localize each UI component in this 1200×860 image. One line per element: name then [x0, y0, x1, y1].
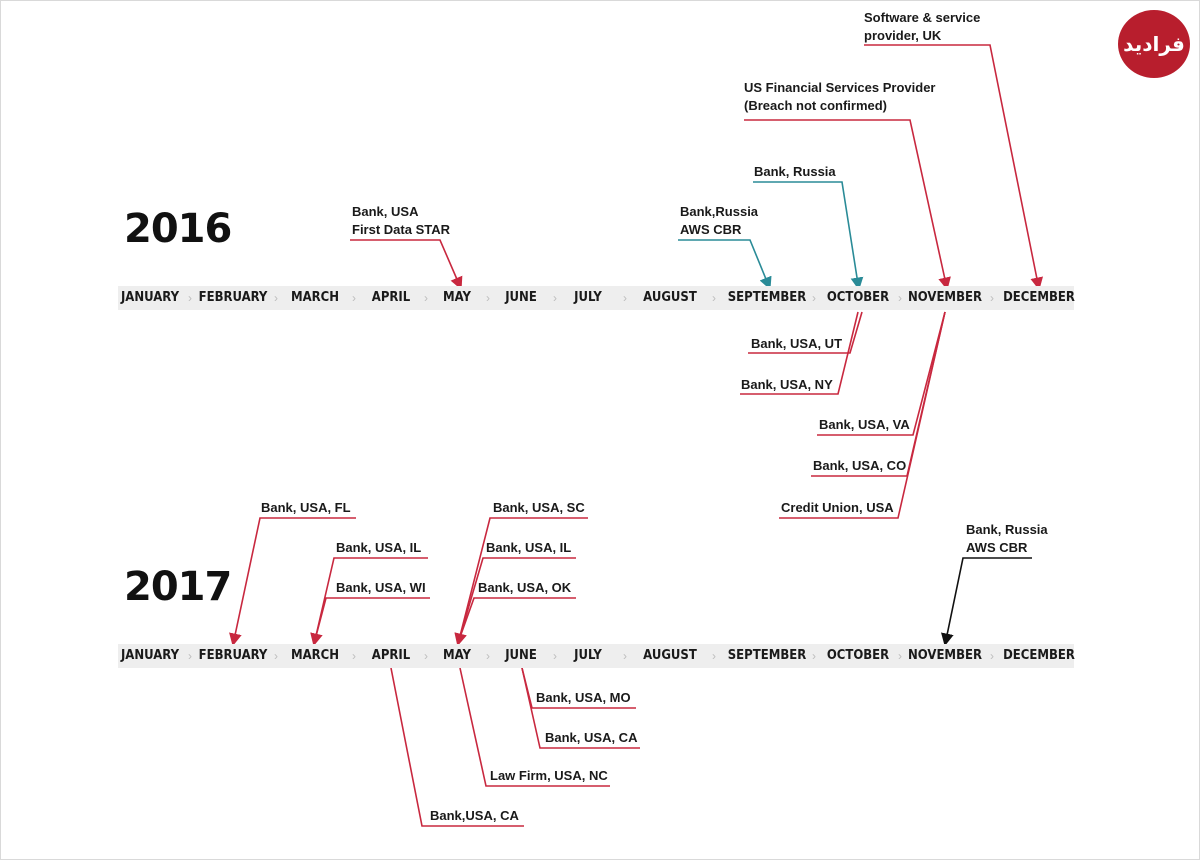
chevron-right-icon: › [712, 291, 716, 305]
chevron-right-icon: › [553, 291, 557, 305]
month-2017-march: MARCH [290, 648, 340, 663]
event-2016-bank-usa-ny: Bank, USA, NY [741, 377, 833, 392]
event-2017-bank-usa-ok: Bank, USA, OK [478, 580, 572, 595]
month-2017-july: JULY [574, 648, 602, 663]
chevron-right-icon: › [990, 291, 994, 305]
event-2016-bank-russia: Bank, Russia [754, 164, 836, 179]
chevron-right-icon: › [712, 649, 716, 663]
month-2016-march: MARCH [290, 290, 340, 305]
chevron-right-icon: › [352, 291, 356, 305]
connector-russia-nov [941, 557, 1032, 647]
month-2017-april: APRIL [371, 648, 411, 663]
month-2017-december: DECEMBER [1003, 648, 1075, 663]
event-2017-bank-usa-wi: Bank, USA, WI [336, 580, 426, 595]
month-2017-october: OCTOBER [826, 648, 890, 663]
event-2016-bank-usa-co: Bank, USA, CO [813, 458, 907, 473]
month-2016-september: SEPTEMBER [727, 290, 807, 305]
event-2016-us-financial-services: US Financial Services Provider (Breach n… [744, 80, 936, 113]
event-2017-bank-usa-fl: Bank, USA, FL [261, 500, 351, 515]
timeline-band-2016 [118, 286, 1074, 310]
connector-star [350, 239, 463, 290]
month-2017-august: AUGUST [643, 648, 697, 663]
connector-il-mar [310, 557, 428, 647]
event-2017-bank-usa-sc: Bank, USA, SC [493, 500, 585, 515]
chevron-right-icon: › [352, 649, 356, 663]
chevron-right-icon: › [623, 649, 627, 663]
site-logo: فرادید [1118, 10, 1190, 78]
event-2016-bank-usa-first-data-star: Bank, USA First Data STAR [352, 204, 450, 237]
month-2016-november: NOVEMBER [908, 290, 982, 305]
month-2016-february: FEBRUARY [198, 290, 268, 305]
month-2016-may: MAY [443, 290, 471, 305]
chevron-right-icon: › [812, 649, 816, 663]
chevron-right-icon: › [486, 291, 490, 305]
connector-ut [748, 311, 863, 354]
chevron-right-icon: › [274, 291, 278, 305]
connector-ny [740, 311, 859, 395]
connector-software-uk [864, 44, 1044, 291]
event-2017-bank-usa-ca-june: Bank, USA, CA [545, 730, 638, 745]
event-2017-bank-usa-mo: Bank, USA, MO [536, 690, 631, 705]
event-2017-bank-usa-ca-april: Bank,USA, CA [430, 808, 519, 823]
month-2017-january: JANUARY [120, 648, 180, 663]
month-2017-november: NOVEMBER [908, 648, 982, 663]
connector-wi [314, 597, 430, 641]
connector-russia-oct [753, 181, 864, 291]
event-2016-credit-union-usa: Credit Union, USA [781, 500, 894, 515]
month-2016-october: OCTOBER [826, 290, 890, 305]
event-2016-bank-usa-va: Bank, USA, VA [819, 417, 910, 432]
chevron-right-icon: › [486, 649, 490, 663]
event-2017-bank-usa-il-march: Bank, USA, IL [336, 540, 422, 555]
month-2016-april: APRIL [371, 290, 411, 305]
connector-ca-apr [390, 667, 524, 827]
month-2016-august: AUGUST [643, 290, 697, 305]
month-2017-may: MAY [443, 648, 471, 663]
chevron-right-icon: › [424, 649, 428, 663]
logo-text: فرادید [1123, 32, 1185, 56]
connector-credit-union [779, 311, 946, 519]
month-2017-june: JUNE [505, 648, 537, 663]
connector-law-firm [459, 667, 610, 787]
month-2016-july: JULY [574, 290, 602, 305]
year-2016-heading: 2016 [124, 206, 232, 252]
chevron-right-icon: › [274, 649, 278, 663]
connector-sc [454, 517, 588, 647]
connector-us-financial [744, 119, 951, 291]
event-2017-law-firm-usa-nc: Law Firm, USA, NC [490, 768, 608, 783]
event-2016-bank-usa-ut: Bank, USA, UT [751, 336, 843, 351]
month-2017-february: FEBRUARY [198, 648, 268, 663]
month-2016-june: JUNE [505, 290, 537, 305]
event-2017-bank-russia-aws-cbr: Bank, Russia AWS CBR [966, 522, 1048, 555]
chevron-right-icon: › [553, 649, 557, 663]
chevron-right-icon: › [812, 291, 816, 305]
month-2016-december: DECEMBER [1003, 290, 1075, 305]
month-2017-september: SEPTEMBER [727, 648, 807, 663]
chevron-right-icon: › [898, 649, 902, 663]
chevron-right-icon: › [188, 291, 192, 305]
month-2016-january: JANUARY [120, 290, 180, 305]
chevron-right-icon: › [188, 649, 192, 663]
chevron-right-icon: › [623, 291, 627, 305]
event-2016-software-service-uk: Software & service provider, UK [864, 10, 981, 43]
connector-ca-jun [521, 667, 640, 749]
year-2017-heading: 2017 [124, 564, 232, 610]
connector-il-may [458, 557, 576, 641]
connector-va [817, 311, 946, 436]
connector-fl [229, 517, 356, 647]
event-2016-bank-russia-aws-cbr: Bank,Russia AWS CBR [680, 204, 759, 237]
chevron-right-icon: › [898, 291, 902, 305]
timeline-band-2017 [118, 644, 1074, 668]
event-2017-bank-usa-il-may: Bank, USA, IL [486, 540, 572, 555]
connector-russia-sep [678, 239, 772, 290]
chevron-right-icon: › [990, 649, 994, 663]
connector-ok [458, 597, 576, 641]
chevron-right-icon: › [424, 291, 428, 305]
